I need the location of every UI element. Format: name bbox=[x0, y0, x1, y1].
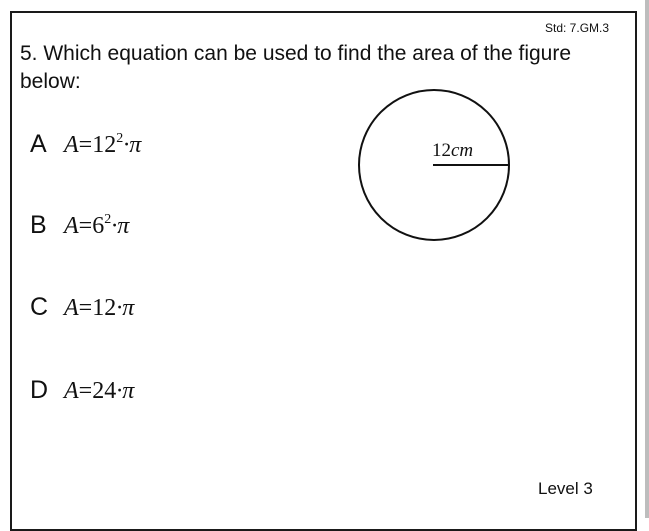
equation-lhs: A bbox=[64, 132, 79, 158]
radius-label: 12cm bbox=[432, 140, 473, 161]
choice-letter: D bbox=[30, 376, 49, 404]
choice-letter: A bbox=[30, 130, 47, 158]
choice-letter: C bbox=[30, 293, 49, 321]
equation-base: 12 bbox=[92, 295, 117, 321]
equation-exponent: 2 bbox=[116, 131, 124, 146]
equation-equals: = bbox=[78, 132, 93, 158]
scan-edge bbox=[645, 0, 649, 518]
equation-rest: ·π bbox=[116, 378, 135, 404]
equation-base: 24 bbox=[92, 378, 117, 404]
choice-equation: A=12·π bbox=[64, 295, 134, 321]
equation-lhs: A bbox=[64, 295, 79, 321]
equation-rest: ·π bbox=[111, 213, 130, 239]
equation-exponent: 2 bbox=[104, 212, 112, 227]
radius-label-number: 12 bbox=[432, 140, 451, 161]
choice-equation: A=62·π bbox=[64, 212, 130, 240]
choice-equation: A=24·π bbox=[64, 378, 134, 404]
equation-lhs: A bbox=[64, 213, 79, 239]
circle-figure: 12cm bbox=[358, 89, 510, 241]
worksheet-page: Std: 7.GM.3 5. Which equation can be use… bbox=[10, 0, 649, 531]
equation-equals: = bbox=[78, 378, 93, 404]
equation-equals: = bbox=[78, 213, 93, 239]
choice-equation: A=122·π bbox=[64, 131, 142, 159]
equation-base: 12 bbox=[92, 132, 117, 158]
question-text: 5. Which equation can be used to find th… bbox=[20, 42, 572, 93]
equation-equals: = bbox=[78, 295, 93, 321]
standard-label: Std: 7.GM.3 bbox=[545, 21, 610, 35]
equation-base: 6 bbox=[92, 213, 105, 239]
choice-letter: B bbox=[30, 211, 47, 239]
equation-rest: ·π bbox=[116, 295, 135, 321]
equation-lhs: A bbox=[64, 378, 79, 404]
equation-rest: ·π bbox=[123, 132, 142, 158]
level-label: Level 3 bbox=[538, 479, 593, 498]
radius-label-unit: cm bbox=[451, 140, 473, 161]
